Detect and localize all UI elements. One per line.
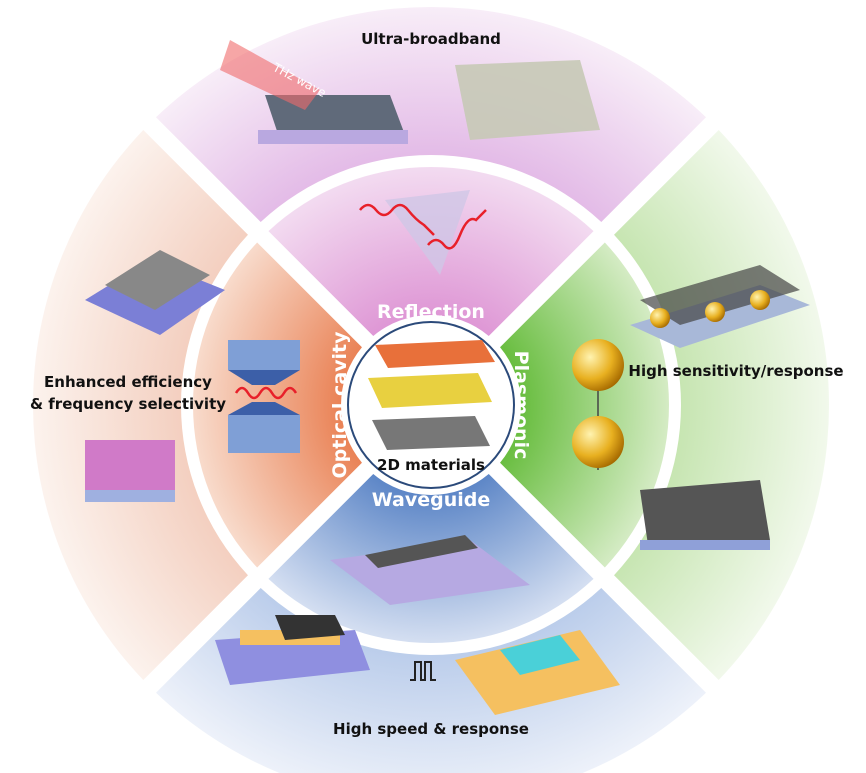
plasmonic-nanoparticle-illustration [572,339,624,470]
center-label: 2D materials [377,456,485,474]
high-speed-devices [215,615,620,715]
optical-cavity-label: Optical cavity [329,331,351,479]
inner-sector-plasmonic [500,242,669,568]
plasmonic-label: Plasmonic [510,351,532,460]
optical-cavity-illustration [228,340,300,453]
2d-materials-illustration [368,340,495,450]
waveguide-illustration [330,535,530,605]
enhanced-efficiency-label-line2: & frequency selectivity [30,395,226,413]
waveguide-label: Waveguide [372,489,491,511]
high-speed-label: High speed & response [333,720,529,738]
high-sensitivity-devices [630,265,810,550]
high-sensitivity-label: High sensitivity/response [628,362,843,380]
reflection-label: Reflection [377,301,485,323]
enhanced-efficiency-devices [85,250,225,502]
enhanced-efficiency-label-line1: Enhanced efficiency [44,373,212,391]
ultra-broadband-label: Ultra-broadband [361,30,501,48]
reflection-prism-illustration [359,190,487,275]
